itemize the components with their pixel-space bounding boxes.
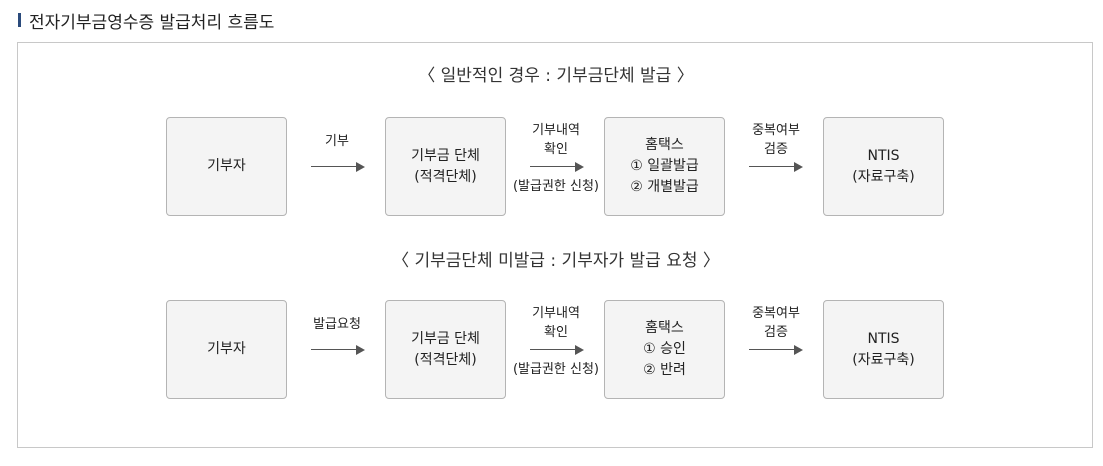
box-line: (적격단체) [414, 168, 477, 185]
flow-2-arrow-1 [311, 345, 365, 355]
flow-2-arrow-2 [530, 345, 584, 355]
flow-2-arrow-3-label: 중복여부 검증 [734, 304, 818, 342]
flow-1-box-ntis: NTIS (자료구축) [823, 117, 944, 216]
box-line: (자료구축) [852, 351, 915, 368]
box-line: (자료구축) [852, 168, 915, 185]
arrow-shaft [749, 349, 795, 350]
arrow-label-line: 발급요청 [313, 317, 361, 332]
flow-2-box-organization: 기부금 단체 (적격단체) [385, 300, 506, 399]
arrow-label-line: 중복여부 [752, 123, 800, 138]
box-line: (적격단체) [414, 351, 477, 368]
arrow-label-line: 기부내역 [532, 123, 580, 138]
flowchart-panel: 〈 일반적인 경우 : 기부금단체 발급 〉 기부자 기부금 단체 (적격단체)… [17, 42, 1093, 448]
box-line: ① 승인 [643, 341, 686, 357]
box-line: ② 개별발급 [630, 179, 699, 195]
flow-1-arrow-2-label-top: 기부내역 확인 [506, 121, 606, 159]
flow-1-arrow-1-label: 기부 [297, 132, 377, 151]
flow-1-arrow-3-label: 중복여부 검증 [734, 121, 818, 159]
flow-1-arrow-3 [749, 162, 803, 172]
arrow-shaft [311, 349, 357, 350]
arrow-label-line: (발급권한 신청) [512, 179, 600, 194]
box-line: ② 반려 [643, 362, 686, 378]
flow-1-arrow-2-label-bottom: (발급권한 신청) [504, 177, 608, 196]
flow-1-arrow-1 [311, 162, 365, 172]
flow-1-box-donor: 기부자 [166, 117, 287, 216]
box-line: 기부금 단체 [411, 147, 480, 164]
arrow-label-line: (발급권한 신청) [512, 362, 600, 377]
flow-2-box-hometax: 홈택스 ① 승인 ② 반려 [604, 300, 725, 399]
box-line: 홈택스 [645, 320, 684, 336]
arrow-head-icon [575, 345, 584, 355]
arrow-head-icon [575, 162, 584, 172]
arrow-label-line: 확인 [544, 142, 568, 157]
flow-2-arrow-3 [749, 345, 803, 355]
box-line: 기부자 [207, 341, 246, 357]
title-marker [18, 13, 21, 27]
arrow-label-line: 기부내역 [532, 306, 580, 321]
flow-2-arrow-2-label-bottom: (발급권한 신청) [504, 360, 608, 379]
arrow-label-line: 검증 [764, 142, 788, 157]
flow-2-arrow-1-label: 발급요청 [297, 315, 377, 334]
flow-1-box-organization: 기부금 단체 (적격단체) [385, 117, 506, 216]
arrow-shaft [311, 166, 357, 167]
page-title-text: 전자기부금영수증 발급처리 흐름도 [29, 12, 275, 33]
flow-1-heading: 〈 일반적인 경우 : 기부금단체 발급 〉 [418, 66, 694, 86]
page-title: 전자기부금영수증 발급처리 흐름도 [18, 8, 275, 33]
arrow-shaft [749, 166, 795, 167]
flow-2-arrow-2-label-top: 기부내역 확인 [506, 304, 606, 342]
arrow-head-icon [794, 162, 803, 172]
box-line: 기부자 [207, 158, 246, 174]
arrow-head-icon [794, 345, 803, 355]
arrow-shaft [530, 349, 576, 350]
arrow-label-line: 기부 [325, 134, 349, 149]
flow-2-heading: 〈 기부금단체 미발급 : 기부자가 발급 요청 〉 [392, 251, 720, 271]
box-line: 기부금 단체 [411, 330, 480, 347]
box-line: NTIS [867, 147, 900, 164]
arrow-head-icon [356, 345, 365, 355]
arrow-label-line: 확인 [544, 325, 568, 340]
box-line: 홈택스 [645, 137, 684, 153]
flow-1-arrow-2 [530, 162, 584, 172]
arrow-head-icon [356, 162, 365, 172]
flow-1-box-hometax: 홈택스 ① 일괄발급 ② 개별발급 [604, 117, 725, 216]
arrow-label-line: 중복여부 [752, 306, 800, 321]
arrow-label-line: 검증 [764, 325, 788, 340]
box-line: ① 일괄발급 [630, 158, 699, 174]
flow-2-box-donor: 기부자 [166, 300, 287, 399]
arrow-shaft [530, 166, 576, 167]
flow-2-box-ntis: NTIS (자료구축) [823, 300, 944, 399]
box-line: NTIS [867, 330, 900, 347]
